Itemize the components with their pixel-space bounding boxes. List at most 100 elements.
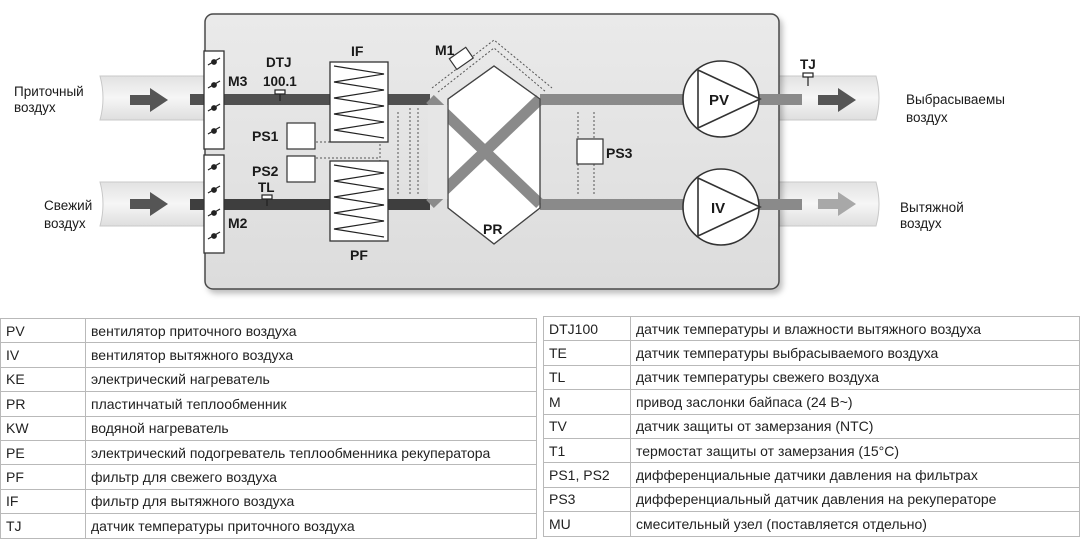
legend-code: KE [0,366,86,393]
duct-top-out [540,94,802,105]
legend-code: TE [543,340,631,366]
filter-if [329,61,389,143]
legend-desc: датчик защиты от замерзания (NTC) [630,413,1080,439]
legend-desc: привод заслонки байпаса (24 В~) [630,389,1080,415]
fan-pv-label: PV [709,92,729,109]
tl-label: TL [258,180,275,195]
tl-probe [261,194,273,206]
outlet-exhaust-label-1: Выбрасываемы [906,92,1005,107]
dtj-label-2: 100.1 [263,74,297,89]
legend-desc: электрический подогреватель теплообменни… [85,439,537,466]
inlet-arrow-bottom [130,192,168,216]
legend-code: PR [0,391,86,417]
legend-desc: термостат защиты от замерзания (15°C) [630,437,1080,464]
ps1-label: PS1 [252,128,279,144]
ps2-label: PS2 [252,163,279,179]
legend-desc: смесительный узел (поставляется отдельно… [630,511,1080,537]
legend-desc: датчик температуры выбрасываемого воздух… [630,340,1080,366]
legend-code: TL [543,364,631,391]
damper-top-label: M3 [228,73,248,89]
fan-iv [682,168,762,246]
inlet-arrow-top [130,88,168,112]
inlet-supply-label-2: воздух [14,100,56,115]
filter-if-label: IF [351,43,364,59]
inlet-supply-label-1: Приточный [14,84,84,99]
legend-code: MU [543,511,631,537]
fan-iv-label: IV [711,200,725,217]
dtj-label-1: DTJ [266,55,292,70]
legend-code: M [543,389,631,415]
legend-code: PS1, PS2 [543,462,631,488]
outlet-arrow-bottom [818,192,856,216]
ps3-label: PS3 [606,145,633,161]
legend-desc: водяной нагреватель [85,415,537,441]
ventilation-unit-diagram: Приточный воздух Свежий воздух Выбрасыва… [14,13,1005,290]
legend-code: IV [0,342,86,368]
legend-desc: дифференциальный датчик давления на реку… [630,486,1080,513]
duct-supply-in [190,94,430,105]
legend-desc: фильтр для вытяжного воздуха [85,488,537,515]
legend-code: PS3 [543,486,631,513]
damper-top [203,50,225,150]
legend-desc: вентилятор вытяжного воздуха [85,342,537,368]
legend-code: PV [0,317,86,344]
ps3-box [576,138,604,165]
legend-code: TV [543,413,631,439]
legend-code: TJ [0,513,86,539]
legend-desc: датчик температуры и влажности вытяжного… [630,315,1080,342]
legend-code: DTJ100 [543,315,631,342]
duct-fresh-in [190,199,430,210]
legend-code: KW [0,415,86,441]
legend-desc: датчик температуры приточного воздуха [85,513,537,539]
filter-pf-label: PF [350,247,368,263]
legend-code: PF [0,464,86,490]
recuperator [426,65,544,245]
legend-code: IF [0,488,86,515]
bypass-actuator-box [448,46,475,71]
damper-bottom-label: M2 [228,215,248,231]
tj-probe [802,72,814,86]
inlet-fresh-label-1: Свежий [44,198,92,213]
legend-desc: датчик температуры свежего воздуха [630,364,1080,391]
outlet-exhaust-label-2: воздух [906,110,948,125]
recuperator-label: PR [483,221,502,237]
bypass-actuator-label: M1 [435,42,455,58]
outlet-extract-label-1: Вытяжной [900,200,964,215]
ps1-box [286,122,316,150]
filter-pf [329,160,389,242]
duct-bottom-out [540,199,802,210]
legend-code: T1 [543,437,631,464]
legend-desc: пластинчатый теплообменник [85,391,537,417]
legend-desc: дифференциальные датчики давления на фил… [630,462,1080,488]
dtj-probe [274,89,286,101]
damper-bottom [203,154,225,254]
legend-desc: электрический нагреватель [85,366,537,393]
ps2-box [286,155,316,183]
legend-desc: вентилятор приточного воздуха [85,317,537,344]
inlet-fresh-label-2: воздух [44,216,86,231]
tj-label: TJ [800,57,816,72]
legend-desc: фильтр для свежего воздуха [85,464,537,490]
outlet-extract-label-2: воздух [900,216,942,231]
fan-pv [682,60,762,138]
outlet-arrow-top [818,88,856,112]
legend-code: PE [0,439,86,466]
